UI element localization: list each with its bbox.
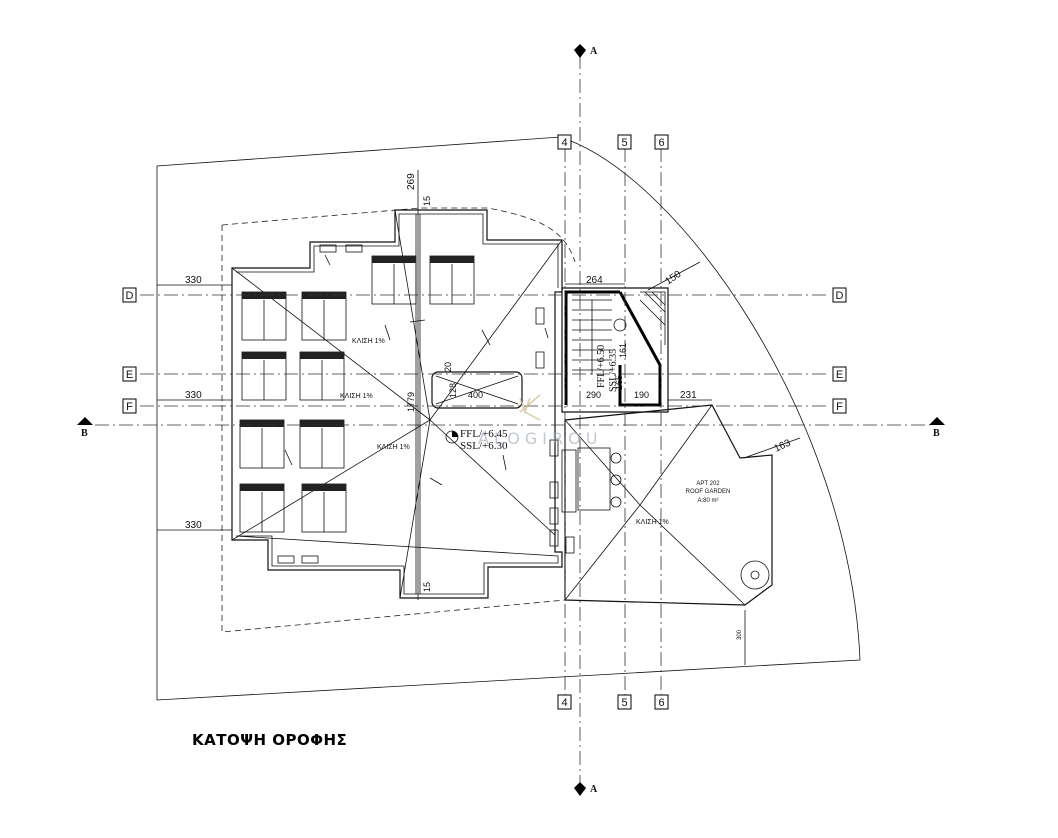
grid-label-4-bottom: 4 [561, 697, 567, 709]
level-main-ssl: SSL/+6.30 [460, 440, 508, 452]
grid-label-f-right: F [836, 401, 843, 413]
hip-lines [231, 209, 563, 599]
slope-label-2: ΚΛΙΣΗ 1% [340, 393, 373, 400]
dim-264: 264 [586, 275, 603, 286]
dim-290: 290 [586, 390, 601, 400]
stair-treads [572, 299, 612, 375]
slope-label-1: ΚΛΙΣΗ 1% [352, 338, 385, 345]
stair-level-marker [613, 318, 627, 332]
slope-label-4: ΚΛΙΣΗ 1% [636, 519, 669, 526]
dim-400: 400 [468, 390, 483, 400]
dim-163: 163 [773, 438, 793, 455]
grid-label-texts: 4 5 6 4 5 6 D E F D E F [126, 137, 844, 709]
spiral-stair-core [750, 570, 760, 580]
section-a-top: A [590, 46, 598, 57]
grid-label-boxes [122, 134, 847, 710]
dim-330-top: 330 [185, 275, 202, 286]
slope-texts: ΚΛΙΣΗ 1% ΚΛΙΣΗ 1% ΚΛΙΣΗ 1% ΚΛΙΣΗ 1% [340, 338, 669, 526]
stair-hatch [639, 291, 666, 345]
dimension-lines [157, 170, 801, 665]
plot-boundary [156, 136, 861, 701]
dim-20: 20 [443, 362, 453, 372]
dim-330-mid: 330 [185, 390, 202, 401]
solar-panels [239, 255, 475, 533]
apt-type: ROOF GARDEN [686, 489, 731, 495]
section-b-right: B [933, 428, 940, 439]
level-main-ffl: FFL/+6.45 [460, 428, 508, 440]
section-a-bottom: A [590, 784, 598, 795]
dim-150: 150 [663, 269, 683, 288]
dim-15-top: 15 [422, 196, 432, 206]
dim-165: 165 [614, 375, 624, 390]
stair-core-outline [561, 287, 669, 413]
dim-190: 190 [634, 390, 649, 400]
skylight-cross [435, 375, 519, 405]
skylight [431, 371, 523, 409]
dim-231: 231 [680, 390, 697, 401]
grid-label-d-left: D [126, 290, 134, 302]
level-stair-ssl: SSL/+6.35 [608, 349, 619, 392]
spiral-stair [740, 560, 770, 590]
dim-161: 161 [618, 343, 628, 358]
grid-lines [95, 55, 930, 785]
apt-name: APT 202 [696, 481, 720, 487]
slope-arrows [284, 254, 549, 486]
grid-label-6-bottom: 6 [658, 697, 664, 709]
rooftop-units [277, 244, 575, 564]
apt-area: A:80 m² [697, 498, 718, 504]
roof-garden-outline [564, 404, 773, 606]
dim-330-bottom: 330 [185, 520, 202, 531]
dim-300: 300 [737, 629, 743, 640]
dimension-texts: 330 330 330 269 1779 15 15 264 150 231 1… [185, 173, 793, 640]
grid-label-4-top: 4 [561, 137, 567, 149]
section-b-left: B [81, 428, 88, 439]
grid-label-e-right: E [836, 369, 843, 381]
apartment-label: APT 202 ROOF GARDEN A:80 m² [686, 481, 731, 504]
level-markers: FFL/+6.45 SSL/+6.30 FFL/+6.50 SSL/+6.35 [445, 345, 619, 452]
dim-269: 269 [406, 173, 417, 190]
watermark-text: ALOGIROU [478, 429, 602, 448]
level-stair-ffl: FFL/+6.50 [596, 345, 607, 388]
dim-128: 128 [448, 383, 458, 398]
grid-label-5-top: 5 [621, 137, 627, 149]
watermark: ALOGIROU [478, 394, 602, 448]
setback-line [221, 207, 576, 633]
stair-core-heavy [564, 290, 662, 407]
slope-label-3: ΚΛΙΣΗ 1% [377, 444, 410, 451]
section-markers: A A B B [77, 44, 945, 796]
building-outline-inner [235, 213, 559, 595]
dim-1779: 1779 [406, 392, 416, 412]
grid-label-5-bottom: 5 [621, 697, 627, 709]
outdoor-table [561, 447, 622, 513]
grid-label-f-left: F [126, 401, 133, 413]
grid-label-6-top: 6 [658, 137, 664, 149]
building-outline [231, 209, 563, 599]
grid-label-d-right: D [836, 290, 844, 302]
grid-label-e-left: E [126, 369, 133, 381]
drawing-title: ΚΑΤΟΨΗ ΟΡΟΦΗΣ [192, 731, 348, 749]
dim-15-bottom: 15 [422, 582, 432, 592]
